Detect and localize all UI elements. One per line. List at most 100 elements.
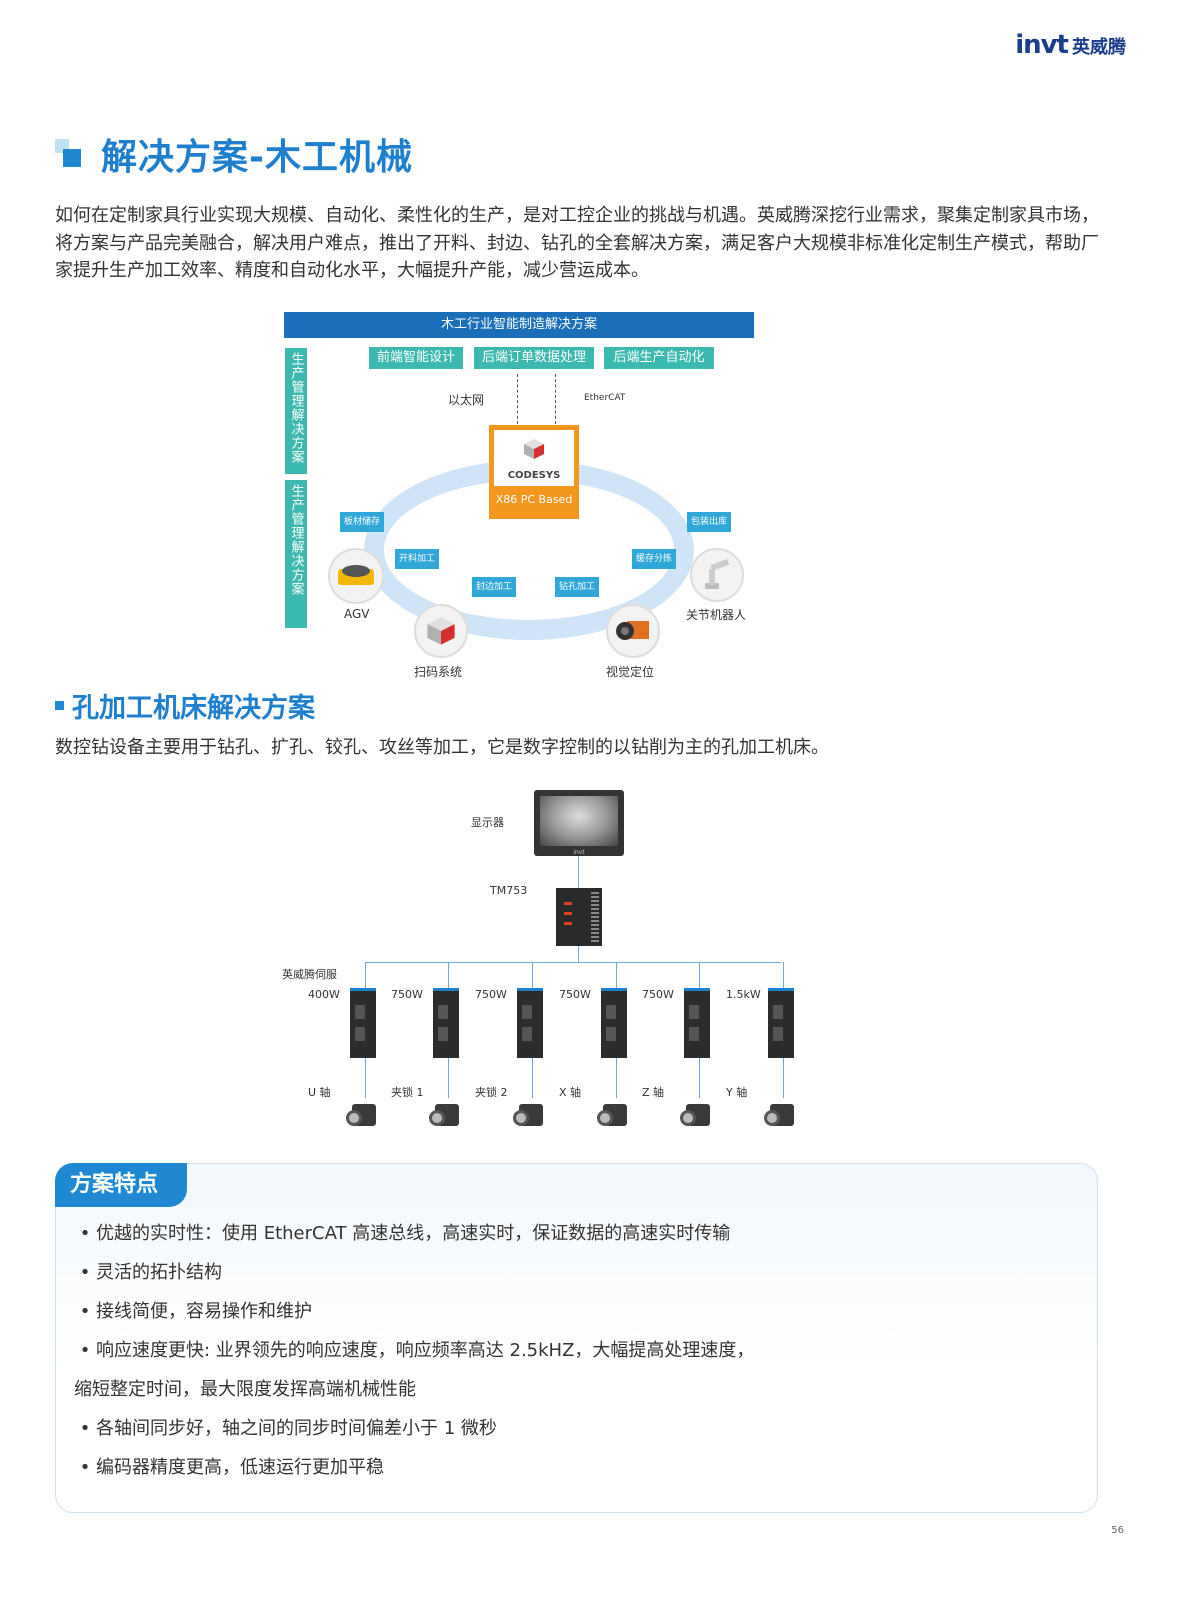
servo-motor-icon [346,1100,378,1132]
servo-drive [601,988,627,1058]
servo-motor-line [616,1058,617,1098]
node-board-storage: 板材储存 [340,512,385,532]
ethercat-bus-line [365,962,781,963]
section-bullet-icon [55,701,64,710]
node-packaging: 包装出库 [687,512,732,532]
feature-item: •优越的实时性：使用 EtherCAT 高速总线，高速实时，保证数据的高速实时传… [79,1223,731,1244]
controller-link [578,946,579,962]
feature-text: 灵活的拓扑结构 [96,1262,222,1283]
vision-image [606,604,660,658]
vision-caption: 视觉定位 [606,665,655,679]
monitor-link [578,856,579,888]
feature-item: •各轴间同步好，轴之间的同步时间偏差小于 1 微秒 [79,1418,497,1439]
axis-label: 夹锁 1 [391,1086,424,1099]
scan-system-caption: 扫码系统 [414,665,463,679]
feature-text: 响应速度更快: 业界领先的响应速度，响应频率高达 2.5kHZ，大幅提高处理速度… [96,1340,755,1361]
node-buffer-sorting: 缓存分拣 [632,549,677,569]
servo-motor-icon [680,1100,712,1132]
ethercat-label: EtherCAT [584,393,626,403]
ethernet-link-line [517,374,518,424]
axis-label: X 轴 [559,1086,582,1099]
servo-drop-line [616,962,617,988]
servo-power-label: 750W [391,988,423,1001]
servo-drop-line [783,962,784,988]
servo-motor-icon [764,1100,796,1132]
servo-motor-icon [597,1100,629,1132]
servo-drop-line [365,962,366,988]
servo-drive [768,988,794,1058]
servo-motor-icon [513,1100,545,1132]
codesys-cube-icon [524,439,544,459]
camera-icon [616,621,649,640]
feature-text: 编码器精度更高，低速运行更加平稳 [96,1457,384,1478]
feature-text: 各轴间同步好，轴之间的同步时间偏差小于 1 微秒 [96,1418,497,1439]
tab-order-processing: 后端订单数据处理 [474,347,594,369]
robot-caption: 关节机器人 [686,608,747,622]
servo-motor-line [532,1058,533,1098]
diagram-banner: 木工行业智能制造解决方案 [284,312,754,338]
feature-continuation: 缩短整定时间，最大限度发挥高端机械性能 [74,1379,416,1400]
features-panel: 方案特点 •优越的实时性：使用 EtherCAT 高速总线，高速实时，保证数据的… [55,1163,1098,1513]
feature-item: •编码器精度更高，低速运行更加平稳 [79,1457,384,1478]
vertical-label-upper: 生产管理解决方案 [285,348,307,474]
servo-drive [684,988,710,1058]
logo-wordmark: invt [1015,30,1069,60]
servo-power-label: 750W [642,988,674,1001]
axis-label: Z 轴 [642,1086,665,1099]
page-number: 56 [1111,1525,1124,1536]
pc-based-label: X86 PC Based [495,493,573,506]
title-square-icon [55,139,83,169]
servo-drop-line [532,962,533,988]
woodworking-solution-diagram: 木工行业智能制造解决方案 前端智能设计 后端订单数据处理 后端生产自动化 生产管… [284,312,756,682]
servo-power-label: 1.5kW [726,988,761,1001]
servo-group-label: 英威腾伺服 [282,968,337,981]
servo-drop-line [448,962,449,988]
servo-drive [433,988,459,1058]
servo-power-label: 750W [559,988,591,1001]
brand-logo: invt 英威腾 [1015,30,1126,60]
feature-item: •灵活的拓扑结构 [79,1262,222,1283]
codesys-pc-box: CODESYS X86 PC Based [489,425,579,519]
feature-item: •响应速度更快: 业界领先的响应速度，响应频率高达 2.5kHZ，大幅提高处理速… [79,1340,755,1361]
section-title: 孔加工机床解决方案 [72,693,315,724]
controller-label: TM753 [490,884,528,897]
display-label: 显示器 [471,816,504,829]
servo-drive [517,988,543,1058]
section-title-block: 孔加工机床解决方案 [55,686,315,725]
servo-power-label: 400W [308,988,340,1001]
servo-motor-line [448,1058,449,1098]
tm753-controller [556,888,602,946]
section-text: 数控钻设备主要用于钻孔、扩孔、铰孔、攻丝等加工，它是数字控制的以钻削为主的孔加工… [55,737,829,758]
drilling-machine-diagram: 显示器 invt TM753 英威腾伺服 400W U 轴 750W 夹锁 1 750W… [280,788,810,1138]
feature-text: 接线简便，容易操作和维护 [96,1301,312,1322]
ethercat-link-line [555,374,556,424]
node-edge-banding: 封边加工 [472,577,517,597]
servo-motor-line [365,1058,366,1098]
intro-paragraph: 如何在定制家具行业实现大规模、自动化、柔性化的生产，是对工控企业的挑战与机遇。英… [55,205,1099,281]
node-drilling: 钻孔加工 [555,577,600,597]
hmi-monitor: invt [534,790,624,856]
features-tag: 方案特点 [55,1163,187,1207]
tab-front-design: 前端智能设计 [369,347,463,369]
servo-motor-icon [429,1100,461,1132]
feature-text: 优越的实时性：使用 EtherCAT 高速总线，高速实时，保证数据的高速实时传输 [96,1223,731,1244]
page-title: 解决方案-木工机械 [101,137,413,178]
agv-caption: AGV [344,607,370,621]
robot-image [690,548,744,602]
servo-motor-line [783,1058,784,1098]
axis-label: U 轴 [308,1086,331,1099]
node-cutting: 开料加工 [395,549,440,569]
servo-power-label: 750W [475,988,507,1001]
axis-label: Y 轴 [726,1086,748,1099]
logo-chinese: 英威腾 [1072,37,1126,58]
robot-arm-icon [705,558,730,589]
codesys-label: CODESYS [507,470,561,481]
servo-drop-line [699,962,700,988]
features-list: •优越的实时性：使用 EtherCAT 高速总线，高速实时，保证数据的高速实时传… [74,1220,1074,1493]
scan-system-image [414,604,468,658]
servo-motor-line [699,1058,700,1098]
agv-image [328,548,384,604]
page-title-block: 解决方案-木工机械 [55,128,413,180]
agv-icon [338,565,374,585]
monitor-brand: invt [573,849,585,856]
